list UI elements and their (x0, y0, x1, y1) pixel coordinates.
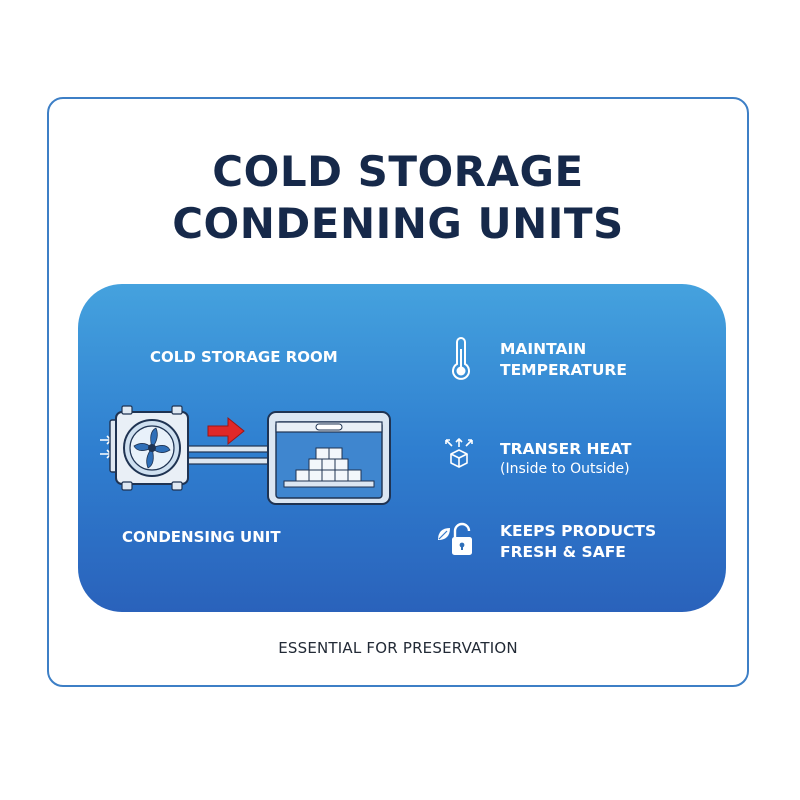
condensing-unit-diagram (100, 405, 391, 505)
feature-maintain-temperature: MAINTAIN TEMPERATURE (500, 339, 627, 381)
feature-transfer-heat-subtitle: (Inside to Outside) (500, 461, 630, 477)
feature-title-line-1: MAINTAIN (500, 340, 587, 358)
condensing-unit-label: CONDENSING UNIT (122, 528, 281, 546)
feature-title-line-1: KEEPS PRODUCTS (500, 522, 657, 540)
title-line-2: CONDENING UNITS (172, 199, 624, 248)
cold-room-icon (267, 411, 391, 505)
feature-title-line-2: FRESH & SAFE (500, 543, 626, 561)
cold-storage-room-label: COLD STORAGE ROOM (150, 348, 338, 366)
infographic-card: COLD STORAGE CONDENING UNITS COLD STORAG… (47, 97, 749, 687)
heat-transfer-box-icon (445, 438, 473, 468)
feature-title-line-2: TEMPERATURE (500, 361, 627, 379)
page-title: COLD STORAGE CONDENING UNITS (49, 146, 747, 250)
title-line-1: COLD STORAGE (212, 147, 584, 196)
footer-text: ESSENTIAL FOR PRESERVATION (278, 639, 518, 657)
diagram-panel: COLD STORAGE ROOM CONDENSING UNIT (78, 284, 726, 612)
feature-transfer-heat: TRANSER HEAT (500, 439, 632, 460)
leaf-lock-icon (438, 522, 472, 555)
flow-arrow-icon (207, 416, 245, 446)
condensing-unit-icon (109, 405, 189, 491)
feature-keeps-products: KEEPS PRODUCTS FRESH & SAFE (500, 521, 656, 563)
feature-title-line-1: TRANSER HEAT (500, 440, 632, 458)
refrigerant-pipes (185, 445, 269, 465)
thermometer-icon (452, 337, 470, 380)
